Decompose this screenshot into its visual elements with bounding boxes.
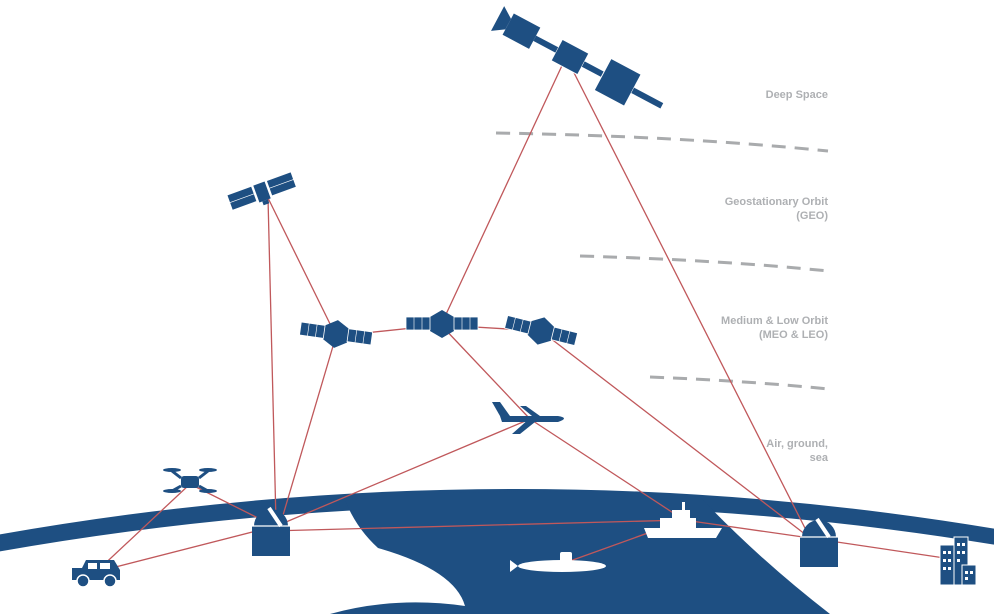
ground-station-icon	[798, 517, 840, 569]
deep-space-geo-boundary	[495, 131, 829, 153]
vehicle-icon	[72, 560, 120, 588]
earth-land	[330, 491, 830, 614]
meo-leo-orbit-label: Medium & Low Orbit (MEO & LEO)	[721, 315, 828, 341]
earth-atmosphere-band	[0, 488, 994, 552]
orbit-boundaries	[495, 131, 829, 391]
building-icon	[939, 536, 977, 586]
satellite-icon	[405, 309, 479, 339]
geo-meo-boundary	[579, 254, 829, 273]
airplane-icon	[492, 402, 564, 434]
deep-space-label: Deep Space	[765, 89, 828, 101]
drone-icon	[163, 468, 217, 493]
satellite-icon	[502, 308, 580, 354]
satellite-icon	[226, 171, 299, 217]
geo-orbit-label: Geostationary Orbit (GEO)	[724, 196, 828, 222]
submarine-icon	[510, 552, 606, 572]
satellite-icon	[298, 314, 374, 354]
meo-air-boundary	[649, 375, 829, 391]
air-ground-sea-label: Air, ground, sea	[766, 438, 828, 464]
ship-icon	[644, 502, 722, 538]
satellite-icon	[491, 6, 664, 109]
